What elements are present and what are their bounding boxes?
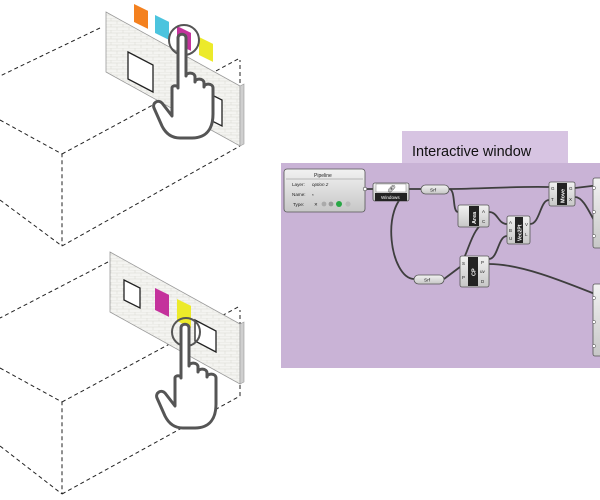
move-in-g: G <box>551 186 555 191</box>
wire-cp-right <box>488 263 600 297</box>
swatch-cyan <box>155 14 169 40</box>
wire-vec-move <box>529 199 550 225</box>
hand-pointer-icon <box>152 32 215 140</box>
cp-node[interactable]: CP S P P uv D <box>459 255 490 288</box>
vec2pt-node[interactable]: Vec2Pt A B U V L <box>506 215 531 245</box>
swatch-orange <box>134 3 148 29</box>
srf-label-top: Srf <box>430 188 437 194</box>
vec-in-u: U <box>509 236 512 241</box>
area-out-a: A <box>482 209 485 214</box>
wire-cp-vec <box>488 235 508 260</box>
svg-text:✕: ✕ <box>314 202 318 207</box>
cp-in-p: P <box>462 275 465 280</box>
wire-srf-area <box>448 188 459 213</box>
cp-label: CP <box>472 268 478 276</box>
move-label: Move <box>561 189 567 203</box>
cp-out-p: P <box>481 260 484 265</box>
move-in-t: T <box>551 197 554 202</box>
link-icon: 🔗︎ <box>387 185 396 193</box>
srf-label-bottom: Srf <box>424 278 431 284</box>
vec-out-v: V <box>525 222 528 227</box>
wire-area-vec <box>488 211 508 225</box>
swatch-yellow <box>199 36 213 62</box>
pipeline-layer-label: Layer: <box>292 182 305 187</box>
panel-title: Interactive window <box>412 144 532 160</box>
cp-out-d: D <box>481 279 485 284</box>
vec2pt-label: Vec2Pt <box>518 224 524 241</box>
panel-title-tab <box>402 131 568 164</box>
clipped-node-bottom-right[interactable] <box>592 283 600 357</box>
move-out-g: G <box>569 186 573 191</box>
top-scene <box>0 3 245 247</box>
area-label: Area <box>472 211 478 224</box>
srf-node-top[interactable]: Srf <box>420 184 450 195</box>
pipeline-type-filter-icons[interactable]: ✕ <box>314 201 351 207</box>
move-out-x: X <box>569 197 572 202</box>
vec-out-l: L <box>525 232 528 237</box>
pipeline-title: Pipeline <box>314 173 332 179</box>
interactive-window-panel: Interactive window Pipeline Layer: optio… <box>281 131 600 368</box>
bottom-scene <box>0 251 245 495</box>
pipeline-name-label: Name: <box>292 192 306 197</box>
clipped-node-top-right[interactable] <box>592 177 600 249</box>
hand-pointer-icon <box>155 322 218 430</box>
area-out-c: C <box>482 219 486 224</box>
pipeline-type-label: Type: <box>293 202 304 207</box>
area-node[interactable]: Area A C <box>457 204 490 228</box>
top-window-left <box>127 50 154 94</box>
pipeline-node[interactable]: Pipeline Layer: option 2 Name: * Type: ✕ <box>283 168 368 213</box>
wire-srf-move <box>448 185 550 190</box>
bottom-brick-wall <box>109 251 245 385</box>
windows-label: Windows <box>381 195 400 200</box>
cp-out-uv: uv <box>480 269 486 274</box>
cp-in-s: S <box>462 261 465 266</box>
wire-srf-cp <box>443 266 461 280</box>
pipeline-name-value: * <box>312 193 314 198</box>
srf-node-bottom[interactable]: Srf <box>413 274 445 285</box>
move-node[interactable]: Move G T G X <box>548 181 576 207</box>
swatch-yellow-applied <box>177 299 191 328</box>
windows-node[interactable]: 🔗︎ Windows <box>372 182 410 202</box>
bottom-window-left <box>123 278 141 310</box>
vec-in-a: A <box>509 220 512 225</box>
swatch-magenta-applied <box>155 287 169 317</box>
pipeline-layer-value: option 2 <box>312 182 329 187</box>
vec-in-b: B <box>509 228 512 233</box>
